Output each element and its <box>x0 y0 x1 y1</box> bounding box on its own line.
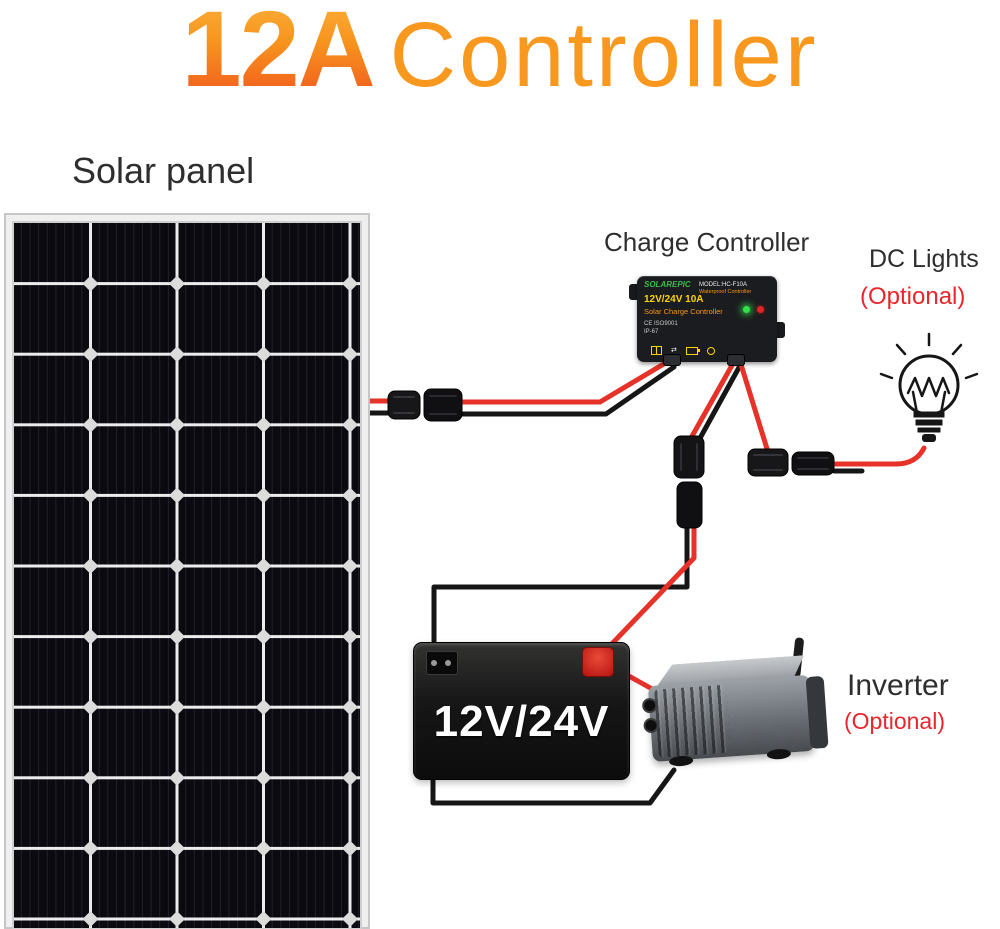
status-led-green-icon <box>743 306 750 313</box>
controller-brand: SOLAREPIC <box>644 280 691 289</box>
sae-connector-battery <box>673 435 705 529</box>
inverter-label: Inverter <box>847 669 949 702</box>
cable-gland-left <box>663 354 681 366</box>
solar-panel-label: Solar panel <box>72 150 255 191</box>
dc-lights-optional-label: (Optional) <box>860 283 966 310</box>
inverter-optional-label: (Optional) <box>844 708 945 734</box>
bulb-icon <box>706 346 715 355</box>
battery-device: 12V/24V <box>413 642 630 780</box>
solar-panel-icon <box>651 346 662 355</box>
battery-voltage-label: 12V/24V <box>433 697 610 746</box>
cooling-fins-icon <box>654 684 731 758</box>
controller-faceplate: SOLAREPIC MODEL:HC-F10A Waterproof Contr… <box>637 276 777 366</box>
inverter-foot-left <box>668 755 694 767</box>
inverter-device <box>641 637 830 784</box>
arrows-icon: ⇄ <box>671 347 677 354</box>
charge-controller-device: SOLAREPIC MODEL:HC-F10A Waterproof Contr… <box>629 276 785 366</box>
solar-panel-graphic <box>4 213 370 929</box>
light-bulb-icon <box>879 332 979 442</box>
battery-terminal-positive <box>582 647 614 677</box>
status-led-red-icon <box>757 306 764 313</box>
controller-cert-text: CE ISO9001 <box>644 321 678 327</box>
dc-lights-label: DC Lights <box>869 245 979 273</box>
title-word: Controller <box>389 4 819 106</box>
inverter-foot-right <box>766 748 792 760</box>
controller-spec: 12V/24V 10A <box>644 294 704 305</box>
controller-ip-rating: IP-67 <box>644 329 659 335</box>
inverter-body <box>647 674 815 762</box>
sae-connector-dclights <box>747 448 835 477</box>
title-amperage: 12A <box>182 0 376 111</box>
cable-gland-right <box>727 354 745 366</box>
battery-terminal-negative <box>426 651 458 675</box>
controller-waterproof-text: Waterproof Controller <box>699 289 752 295</box>
controller-model: MODEL:HC-F10A <box>699 282 748 288</box>
wire-controller-to-battery <box>431 357 745 655</box>
controller-product-name: Solar Charge Controller <box>644 307 723 316</box>
battery-icon <box>685 346 700 355</box>
controller-icon-row: ⇄ <box>651 346 715 355</box>
sae-connector-panel <box>387 388 463 422</box>
solar-panel-device <box>4 213 370 929</box>
wire-controller-to-dclights <box>736 355 927 474</box>
charge-controller-label: Charge Controller <box>604 227 810 257</box>
